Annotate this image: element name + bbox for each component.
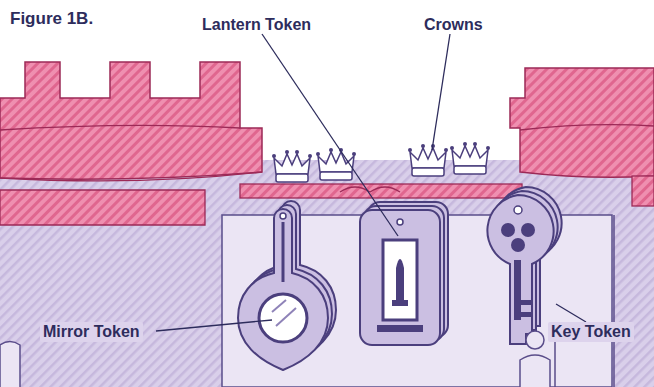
left-wall-band <box>0 190 205 225</box>
mirror-token <box>238 201 336 370</box>
part-label: Crowns <box>424 16 483 34</box>
crown-shelf <box>240 184 522 198</box>
lantern-token <box>360 202 448 345</box>
castle-wall <box>0 160 654 387</box>
leader-lines <box>156 34 586 331</box>
crowns <box>272 142 490 182</box>
part-label: Mirror Token <box>40 322 143 342</box>
arch <box>0 342 20 387</box>
left-tower <box>0 62 262 179</box>
key-token <box>487 187 561 344</box>
part-label: Lantern Token <box>202 16 311 34</box>
right-tower <box>510 68 654 177</box>
part-label: Key Token <box>548 322 634 342</box>
figure-title: Figure 1B. <box>10 10 93 29</box>
